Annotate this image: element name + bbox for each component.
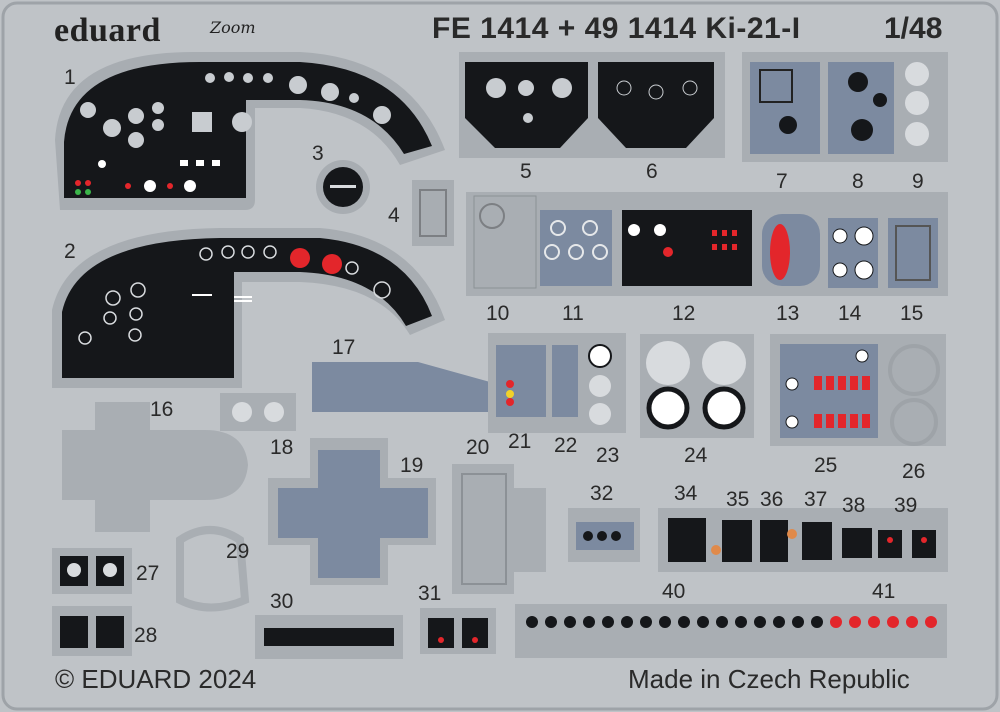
part-26	[888, 344, 940, 446]
part-label: 40	[662, 580, 686, 603]
part-31	[420, 608, 496, 654]
part-21	[496, 345, 546, 417]
part-label: 39	[894, 494, 918, 517]
part-label: 9	[912, 170, 924, 193]
part-7	[750, 62, 820, 154]
part-label: 2	[64, 240, 76, 263]
part-40	[526, 616, 823, 628]
part-5	[465, 62, 588, 148]
part-4	[412, 180, 454, 246]
part-9	[905, 62, 929, 146]
part-label: 7	[776, 170, 788, 193]
part-39a	[878, 530, 902, 558]
part-label: 29	[226, 540, 250, 563]
part-16	[62, 402, 248, 532]
part-3-disc	[316, 160, 370, 214]
part-label: 32	[590, 482, 614, 505]
part-40-41-frame	[515, 604, 947, 658]
part-label: 18	[270, 436, 294, 459]
part-39b	[912, 530, 936, 558]
part-38	[842, 528, 872, 558]
part-11	[540, 210, 612, 286]
copyright: © EDUARD 2024	[55, 664, 257, 694]
part-label: 36	[760, 488, 784, 511]
part-label: 26	[902, 460, 926, 483]
part-label: 25	[814, 454, 838, 477]
part-12	[622, 210, 752, 286]
part-label: 5	[520, 160, 532, 183]
part-34	[668, 518, 706, 562]
part-6	[598, 62, 714, 148]
part-label: 30	[270, 590, 294, 613]
part-14	[828, 218, 878, 288]
product-code: FE 1414 + 49 1414 Ki-21-I	[432, 12, 801, 45]
part-label: 3	[312, 142, 324, 165]
part-label: 35	[726, 488, 750, 511]
part-18	[220, 393, 296, 431]
part-label: 23	[596, 444, 620, 467]
part-23	[588, 344, 612, 425]
part-36	[760, 520, 788, 562]
part-41	[830, 616, 937, 628]
part-label: 34	[674, 482, 698, 505]
part-29	[176, 526, 250, 612]
part-20	[452, 464, 546, 594]
part-label: 21	[508, 430, 532, 453]
part-label: 28	[134, 624, 158, 647]
part-label: 8	[852, 170, 864, 193]
part-label: 38	[842, 494, 866, 517]
part-label: 12	[672, 302, 696, 325]
part-label: 22	[554, 434, 578, 457]
part-32	[568, 508, 640, 562]
part-label: 20	[466, 436, 490, 459]
part-27	[52, 548, 132, 594]
part-label: 6	[646, 160, 658, 183]
part-37	[802, 522, 832, 560]
part-label: 19	[400, 454, 424, 477]
part-30	[255, 615, 403, 659]
part-label: 11	[562, 302, 584, 325]
part-28	[52, 606, 132, 656]
part-label: 1	[64, 66, 76, 89]
part-1-instrument-panel	[55, 51, 445, 211]
part-label: 24	[684, 444, 708, 467]
part-22	[552, 345, 578, 417]
part-label: 15	[900, 302, 924, 325]
origin-label: Made in Czech Republic	[628, 664, 910, 694]
part-label: 10	[486, 302, 510, 325]
zoom-logo: Zoom	[210, 18, 256, 37]
part-label: 4	[388, 204, 400, 227]
part-35	[722, 520, 752, 562]
part-10	[473, 195, 537, 289]
part-label: 41	[872, 580, 896, 603]
part-label: 31	[418, 582, 442, 605]
part-label: 37	[804, 488, 828, 511]
part-2-lower-panel	[52, 228, 445, 388]
part-label: 17	[332, 336, 356, 359]
part-label: 27	[136, 562, 160, 585]
part-label: 13	[776, 302, 800, 325]
part-label: 16	[150, 398, 174, 421]
scale-label: 1/48	[884, 12, 943, 45]
part-label: 14	[838, 302, 862, 325]
brand-logo: eduard	[54, 12, 161, 49]
